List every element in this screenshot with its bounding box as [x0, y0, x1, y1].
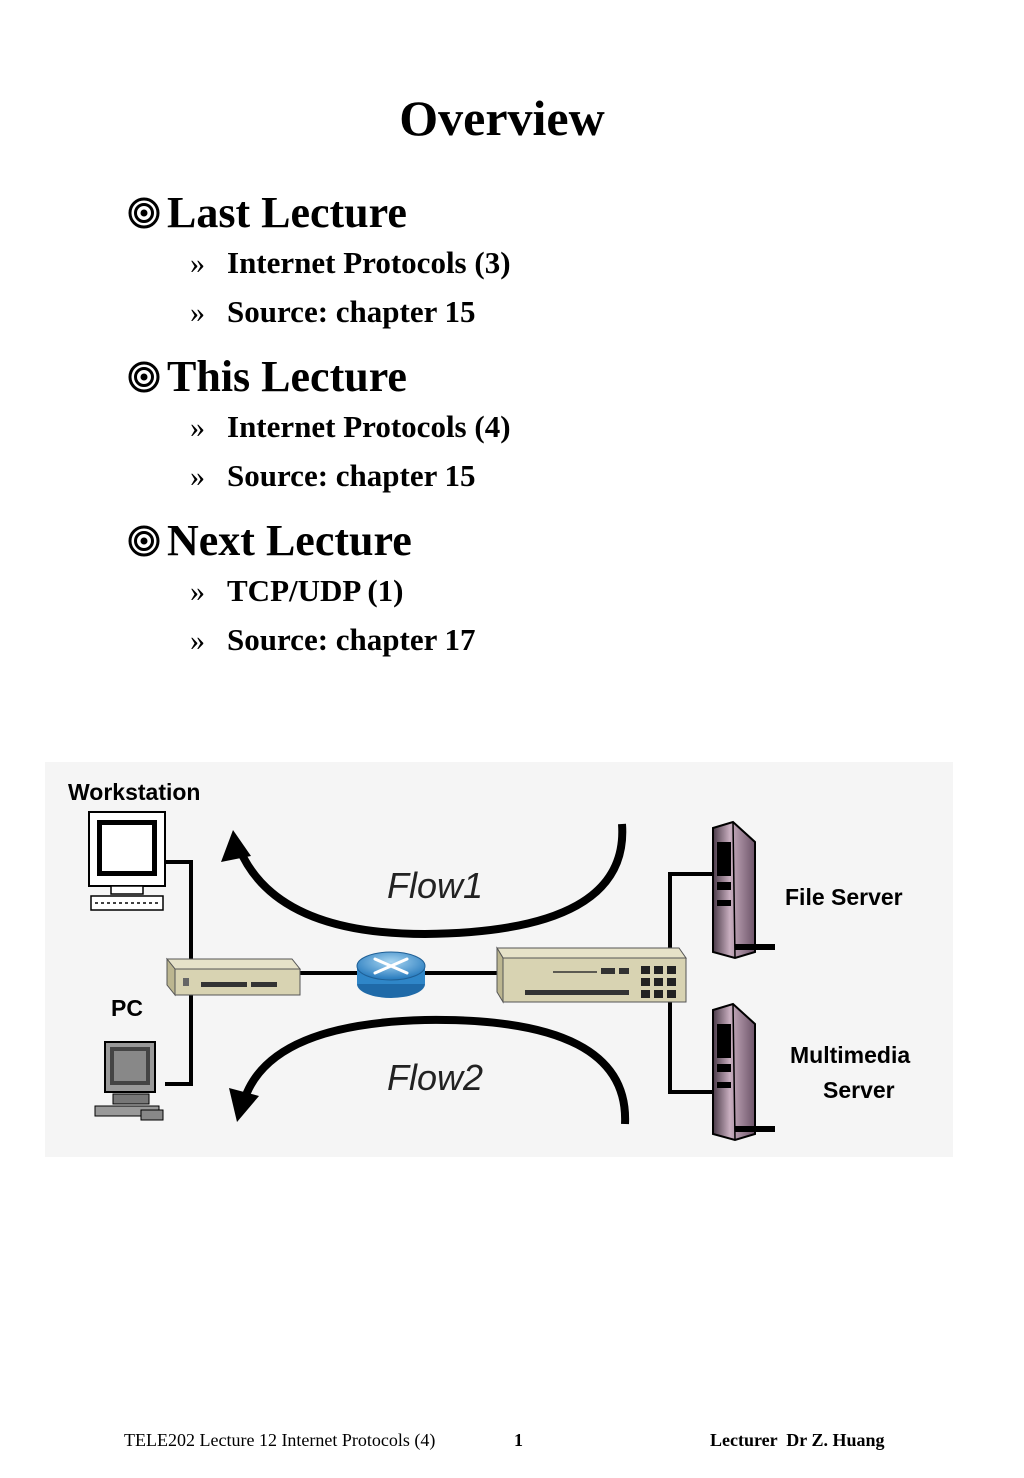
list-item-text: Source: chapter 17 [227, 622, 476, 657]
list-item: » Internet Protocols (3) [190, 238, 511, 287]
list-item-text: Source: chapter 15 [227, 294, 476, 329]
list-item-text: Internet Protocols (3) [227, 245, 511, 280]
raquo-marker: » [190, 411, 205, 444]
multimedia-server-icon [712, 1002, 775, 1142]
raquo-marker: » [190, 575, 205, 608]
section-last-lecture: Last Lecture » Internet Protocols (3) » … [128, 188, 511, 336]
target-bullet-icon [128, 197, 160, 229]
list-item: » TCP/UDP (1) [190, 566, 476, 615]
flow2-arrowhead-icon [229, 1088, 259, 1122]
flow1-arrow [235, 823, 627, 939]
section-this-lecture: This Lecture » Internet Protocols (4) » … [128, 352, 511, 500]
workstation-label: Workstation [68, 779, 200, 805]
flow2-label: Flow2 [387, 1057, 483, 1098]
list-item-text: Internet Protocols (4) [227, 409, 511, 444]
section-heading: Next Lecture [167, 516, 412, 565]
network-flow-diagram: Workstation PC [45, 762, 953, 1157]
list-item: » Internet Protocols (4) [190, 402, 511, 451]
raquo-marker: » [190, 296, 205, 329]
file-server-icon [712, 820, 775, 960]
list-item-text: Source: chapter 15 [227, 458, 476, 493]
footer-course: TELE202 Lecture 12 Internet Protocols (4… [124, 1430, 436, 1450]
target-bullet-icon [128, 361, 160, 393]
pc-label: PC [111, 995, 143, 1021]
list-item: » Source: chapter 17 [190, 615, 476, 664]
raquo-marker: » [190, 624, 205, 657]
router-icon [356, 951, 426, 998]
switch-icon [496, 946, 687, 1004]
hub-icon [165, 957, 302, 997]
footer-lecturer: Lecturer Dr Z. Huang [710, 1430, 885, 1450]
section-heading: Last Lecture [167, 188, 407, 237]
page-title: Overview [399, 90, 605, 146]
raquo-marker: » [190, 247, 205, 280]
list-item: » Source: chapter 15 [190, 287, 511, 336]
multimedia-server-label-line1: Multimedia [790, 1042, 910, 1068]
list-item: » Source: chapter 15 [190, 451, 511, 500]
flow1-label: Flow1 [387, 865, 483, 906]
file-server-label: File Server [785, 884, 903, 910]
footer-page-number: 1 [514, 1430, 523, 1450]
pc-icon [94, 1041, 164, 1121]
workstation-icon [88, 811, 166, 911]
raquo-marker: » [190, 460, 205, 493]
section-next-lecture: Next Lecture » TCP/UDP (1) » Source: cha… [128, 516, 476, 664]
list-item-text: TCP/UDP (1) [227, 573, 404, 608]
multimedia-server-label-line2: Server [823, 1077, 895, 1103]
section-heading: This Lecture [167, 352, 407, 401]
flow1-arrowhead-icon [221, 830, 251, 862]
flow2-arrow [239, 1015, 630, 1125]
target-bullet-icon [128, 525, 160, 557]
